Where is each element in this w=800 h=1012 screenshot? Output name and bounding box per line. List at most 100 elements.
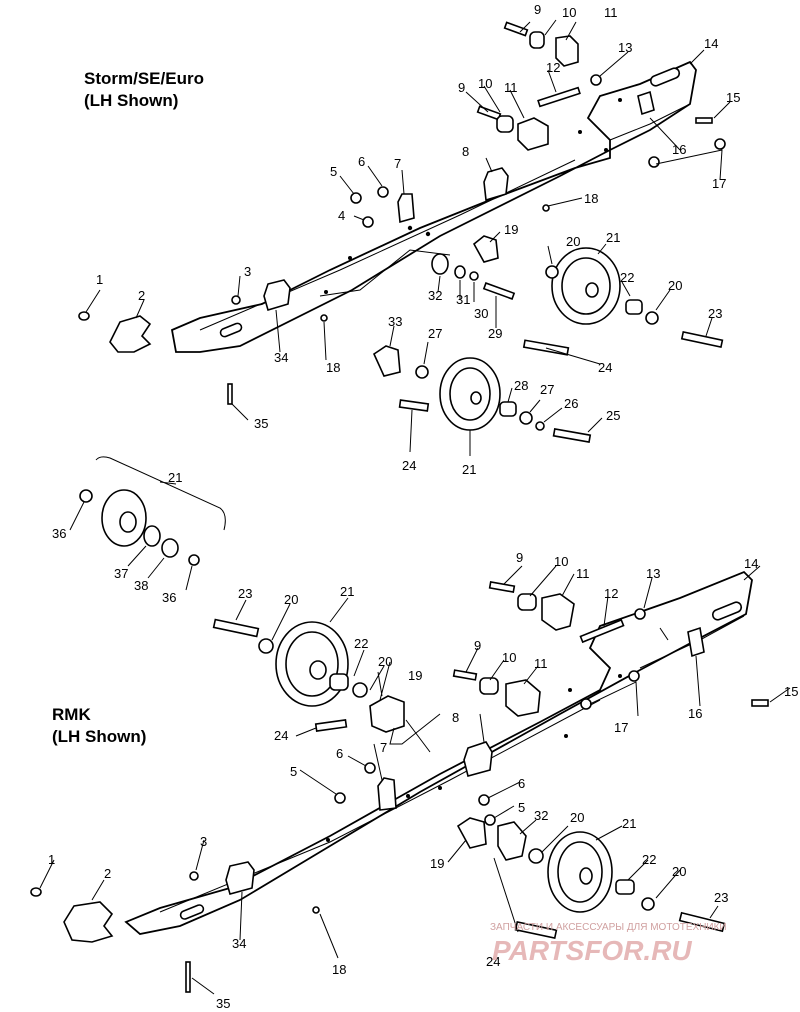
callout-label: 1 — [96, 272, 103, 287]
callout-label: 20 — [378, 654, 392, 669]
callout-label: 8 — [452, 710, 459, 725]
callout-label: 11 — [604, 5, 618, 20]
callout-label: 8 — [462, 144, 469, 159]
callout-label: 10 — [554, 554, 568, 569]
callout-label: 11 — [504, 80, 518, 95]
bottom-rail — [124, 570, 753, 935]
callout-label: 35 — [254, 416, 268, 431]
inset-labels: 21 36 37 38 36 — [52, 470, 182, 605]
callout-label: 24 — [598, 360, 612, 375]
callout-label: 16 — [672, 142, 686, 157]
callout-label: 28 — [514, 378, 528, 393]
watermark-line1: ЗАПЧАСТИ И АКСЕССУАРЫ ДЛЯ МОТОТЕХНИКИ — [490, 922, 727, 933]
bracket-19-top — [472, 235, 499, 263]
watermark-line2: PARTSFOR.RU — [492, 935, 692, 966]
callout-label: 18 — [332, 962, 346, 977]
top-rail-assembly — [78, 19, 731, 456]
title-top-line1: Storm/SE/Euro — [84, 69, 204, 88]
callout-label: 32 — [534, 808, 548, 823]
callout-label: 3 — [200, 834, 207, 849]
block-11-upper — [555, 35, 579, 67]
callout-label: 17 — [712, 176, 726, 191]
callout-label: 5 — [518, 800, 525, 815]
watermark: ЗАПЧАСТИ И АКСЕССУАРЫ ДЛЯ МОТОТЕХНИКИ PA… — [490, 922, 727, 966]
bracket-33 — [372, 345, 401, 377]
callout-label: 34 — [232, 936, 246, 951]
callout-label: 20 — [672, 864, 686, 879]
callout-label: 1 — [48, 852, 55, 867]
callout-label: 6 — [358, 154, 365, 169]
callout-label: 21 — [622, 816, 636, 831]
callout-label: 21 — [462, 462, 476, 477]
callout-label: 7 — [380, 740, 387, 755]
bottom-rail-assembly — [30, 565, 791, 995]
callout-label: 10 — [502, 650, 516, 665]
callout-label: 4 — [338, 208, 345, 223]
callout-label: 14 — [744, 556, 758, 571]
callout-label: 21 — [168, 470, 182, 485]
callout-label: 34 — [274, 350, 288, 365]
rail-slot — [649, 67, 681, 87]
callout-label: 36 — [162, 590, 176, 605]
callout-label: 5 — [330, 164, 337, 179]
callout-label: 24 — [402, 458, 416, 473]
callout-label: 38 — [134, 578, 148, 593]
callout-label: 6 — [518, 776, 525, 791]
callout-label: 13 — [618, 40, 632, 55]
callout-label: 22 — [642, 852, 656, 867]
callout-label: 14 — [704, 36, 718, 51]
bracket-7 — [397, 193, 415, 224]
top-labels: 9 10 11 13 14 12 9 10 11 15 16 17 8 6 7 … — [96, 2, 740, 477]
callout-label: 23 — [238, 586, 252, 601]
callout-label: 22 — [354, 636, 368, 651]
callout-label: 22 — [620, 270, 634, 285]
callout-label: 6 — [336, 746, 343, 761]
bottom-labels: 9 10 11 13 14 12 23 20 21 9 10 22 11 15 … — [48, 550, 798, 1011]
callout-label: 7 — [394, 156, 401, 171]
callout-label: 2 — [138, 288, 145, 303]
callout-label: 9 — [534, 2, 541, 17]
rail-slot-front — [219, 322, 243, 338]
callout-label: 19 — [430, 856, 444, 871]
callout-label: 12 — [604, 586, 618, 601]
callout-label: 18 — [584, 191, 598, 206]
callout-label: 29 — [488, 326, 502, 341]
title-top-line2: (LH Shown) — [84, 91, 178, 110]
callout-label: 9 — [458, 80, 465, 95]
callout-label: 19 — [408, 668, 422, 683]
callout-label: 21 — [340, 584, 354, 599]
callout-label: 30 — [474, 306, 488, 321]
callout-label: 33 — [388, 314, 402, 329]
callout-label: 3 — [244, 264, 251, 279]
wheel-inset — [69, 456, 226, 591]
callout-label: 27 — [428, 326, 442, 341]
callout-label: 9 — [474, 638, 481, 653]
callout-label: 9 — [516, 550, 523, 565]
callout-label: 10 — [478, 76, 492, 91]
callout-label: 25 — [606, 408, 620, 423]
callout-label: 20 — [668, 278, 682, 293]
callout-label: 32 — [428, 288, 442, 303]
callout-label: 37 — [114, 566, 128, 581]
callout-label: 24 — [486, 954, 500, 969]
callout-label: 24 — [274, 728, 288, 743]
callout-label: 5 — [290, 764, 297, 779]
callout-label: 23 — [714, 890, 728, 905]
callout-label: 15 — [784, 684, 798, 699]
callout-label: 18 — [326, 360, 340, 375]
callout-label: 11 — [576, 566, 590, 581]
title-bottom-line2: (LH Shown) — [52, 727, 146, 746]
callout-label: 20 — [566, 234, 580, 249]
callout-label: 36 — [52, 526, 66, 541]
callout-label: 17 — [614, 720, 628, 735]
wear-block-34 — [263, 279, 291, 311]
callout-label: 13 — [646, 566, 660, 581]
callout-label: 16 — [688, 706, 702, 721]
wear-block-8 — [483, 167, 509, 202]
callout-label: 19 — [504, 222, 518, 237]
ski-tip-2 — [109, 315, 152, 353]
callout-label: 21 — [606, 230, 620, 245]
callout-label: 27 — [540, 382, 554, 397]
callout-label: 12 — [546, 60, 560, 75]
